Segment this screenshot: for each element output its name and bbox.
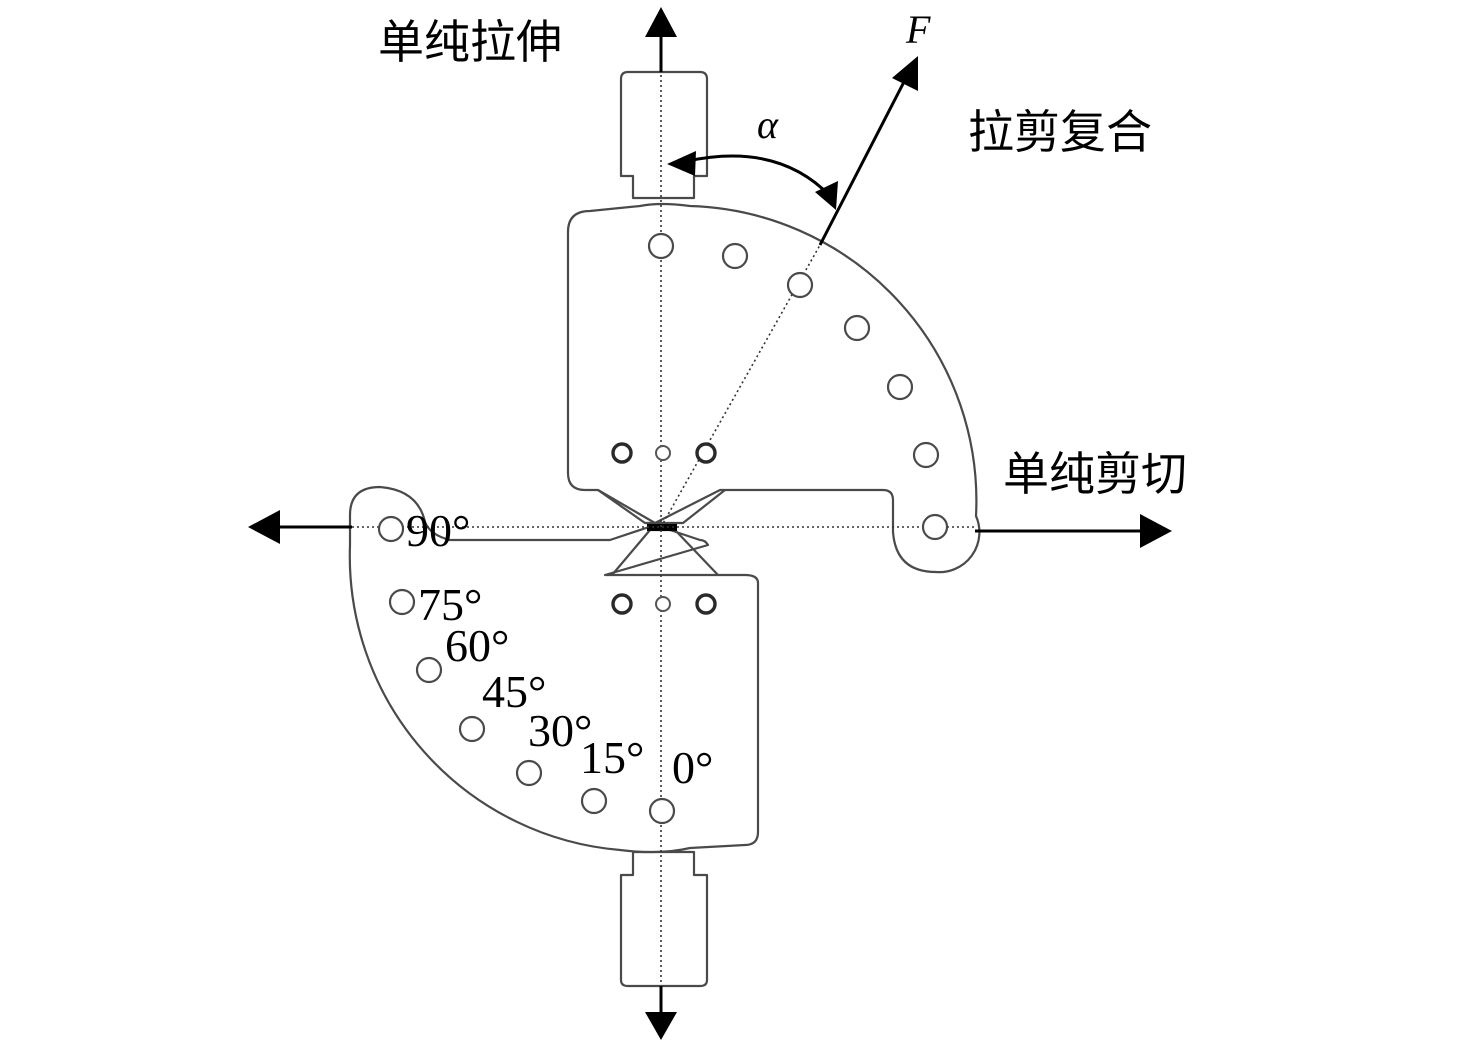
angle-label-90: 90° <box>406 505 470 556</box>
tension-down-arrowhead <box>645 1012 677 1040</box>
lower-hole-0 <box>648 797 676 825</box>
angle-label-60: 60° <box>445 620 509 671</box>
center-lines <box>352 75 975 985</box>
lower-grip-shank <box>619 850 709 988</box>
lower-hole-30 <box>515 759 543 787</box>
angle-label-15: 15° <box>580 732 644 783</box>
angle-label-45: 45° <box>482 666 546 717</box>
upper-hole-0 <box>647 232 675 260</box>
upper-hole-90 <box>921 513 949 541</box>
lower-pin-hole-center <box>655 596 671 612</box>
upper-fixture <box>566 70 981 574</box>
tension-shear-label: 拉剪复合 <box>968 105 1152 159</box>
lower-hole-75 <box>388 588 416 616</box>
upper-grip-shank <box>619 70 709 200</box>
lower-hole-60 <box>415 656 443 684</box>
shear-right-arrowhead <box>1140 514 1172 548</box>
upper-fixture-holes <box>611 232 949 541</box>
lower-hole-45 <box>458 715 486 743</box>
text-labels: 单纯拉伸 拉剪复合 单纯剪切 F α 90° 75° 60° 45° 30° 1… <box>378 7 1187 793</box>
angle-label-30: 30° <box>528 705 592 756</box>
upper-hole-30 <box>786 271 814 299</box>
alpha-arc <box>687 154 832 198</box>
alpha-arc-arrowhead-right <box>815 181 838 210</box>
angle-label-0: 0° <box>672 742 713 793</box>
upper-hole-15 <box>721 242 749 270</box>
upper-hole-60 <box>886 373 914 401</box>
tension-up-arrowhead <box>645 7 677 37</box>
force-f-arrow-line <box>818 77 908 246</box>
lower-bolt-hole-right <box>695 593 717 615</box>
upper-bolt-hole-right <box>695 442 717 464</box>
load-arrows <box>248 7 1172 1040</box>
pure-shear-label: 单纯剪切 <box>1003 447 1187 501</box>
angle-label-75: 75° <box>418 579 482 630</box>
upper-pin-hole-center <box>655 445 671 461</box>
pure-tension-label: 单纯拉伸 <box>378 15 562 69</box>
lower-fixture-holes <box>377 515 717 825</box>
lower-hole-15 <box>580 787 608 815</box>
upper-specimen-notch <box>597 489 726 525</box>
alpha-arc-arrowhead-left <box>667 151 696 176</box>
shear-left-arrowhead <box>248 510 280 544</box>
alpha-label: α <box>757 102 779 147</box>
force-label: F <box>905 7 931 52</box>
upper-hole-75 <box>912 441 940 469</box>
force-f-arrowhead <box>892 56 918 91</box>
load-angle-line <box>660 244 821 528</box>
lower-bolt-hole-left <box>611 593 633 615</box>
lower-hole-90 <box>377 515 405 543</box>
upper-hole-45 <box>843 314 871 342</box>
upper-bolt-hole-left <box>611 442 633 464</box>
upper-fixture-body <box>566 202 981 574</box>
